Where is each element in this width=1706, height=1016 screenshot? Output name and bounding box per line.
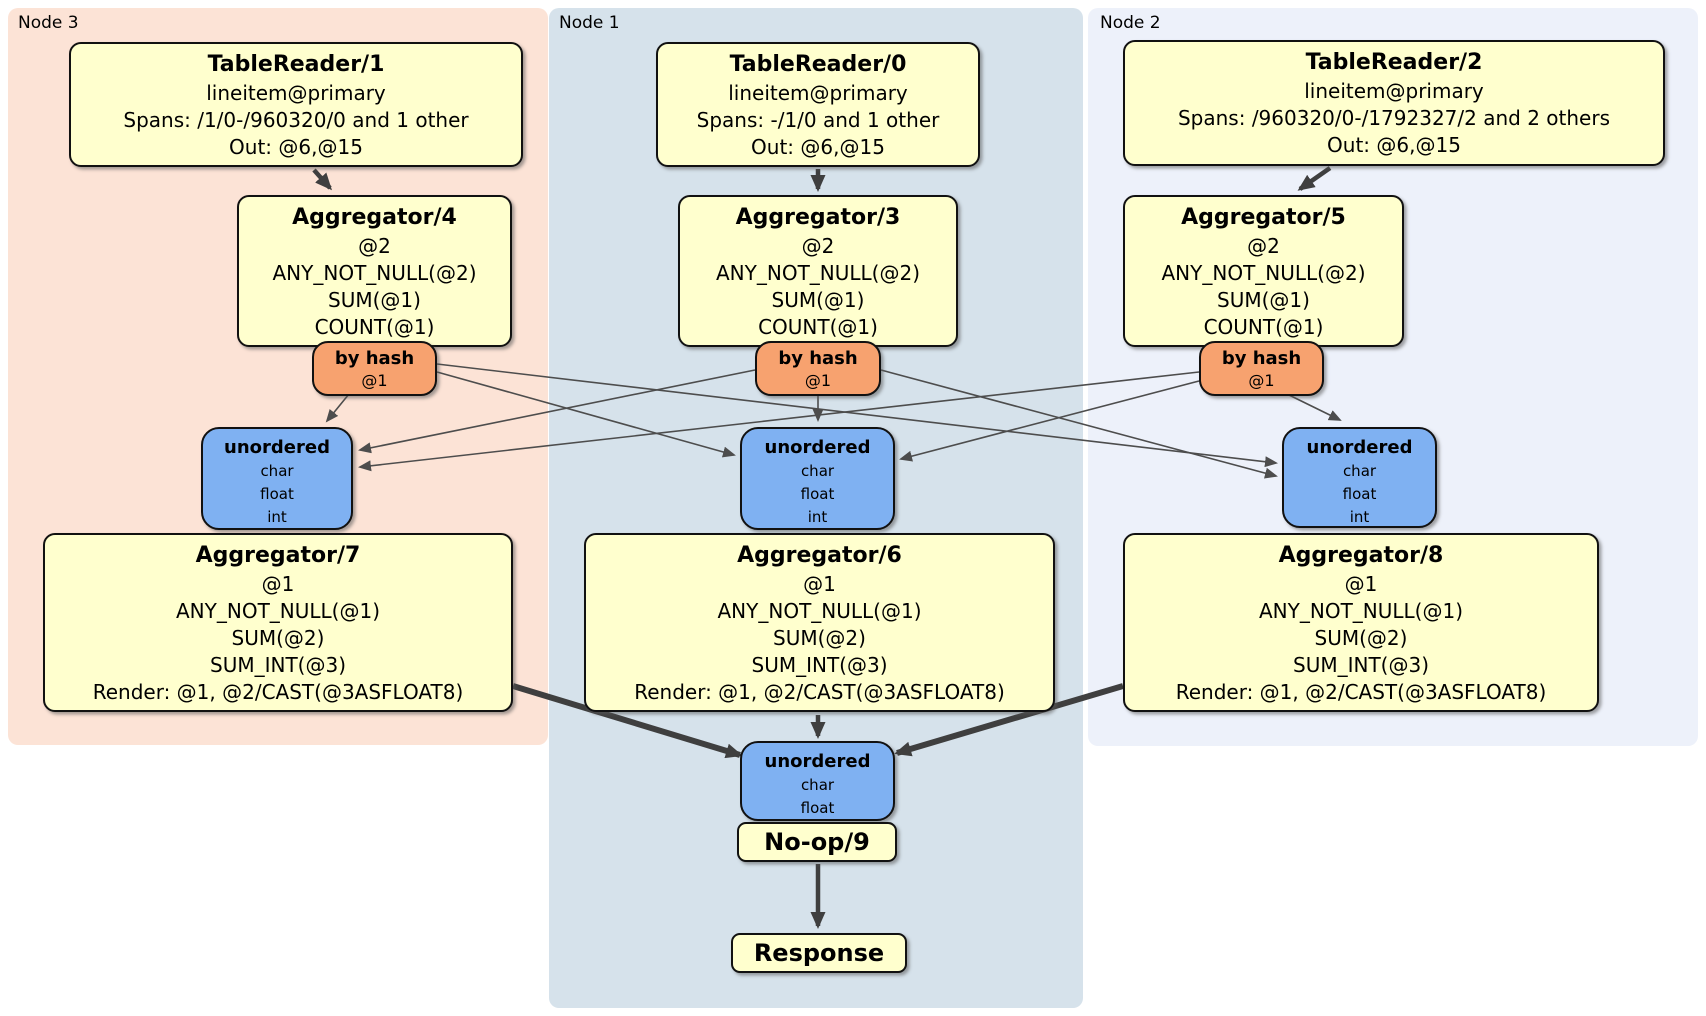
router-title: by hash (1221, 348, 1302, 369)
box-title: Aggregator/3 (735, 205, 901, 230)
box-line: COUNT(@1) (758, 315, 878, 339)
unordered-sync-node3: unordered char float int (201, 427, 353, 530)
router-line: @1 (361, 371, 388, 390)
box-title: TableReader/1 (207, 52, 385, 77)
router-line: @1 (804, 371, 832, 390)
sync-line: int (807, 508, 828, 526)
hash-router-node2: by hash @1 (1199, 341, 1324, 396)
sync-line: char (800, 462, 835, 480)
hash-router-node1: by hash @1 (755, 341, 881, 396)
box-line: ANY_NOT_NULL(@1) (176, 599, 380, 623)
box-title: Response (753, 939, 885, 967)
box-title: Aggregator/8 (1278, 543, 1444, 568)
box-line: Out: @6,@15 (229, 135, 363, 159)
box-line: ANY_NOT_NULL(@2) (272, 261, 477, 285)
sync-title: unordered (224, 437, 330, 458)
box-title: Aggregator/4 (292, 205, 457, 230)
box-line: Out: @6,@15 (751, 135, 885, 159)
box-line: Spans: /960320/0-/1792327/2 and 2 others (1177, 106, 1610, 130)
sync-line: char (800, 776, 835, 794)
tablereader-2-box: TableReader/2 lineitem@primary Spans: /9… (1123, 40, 1665, 166)
box-line: @1 (261, 572, 295, 596)
sync-line: float (800, 485, 835, 503)
box-line: Spans: /1/0-/960320/0 and 1 other (123, 108, 469, 132)
box-line: SUM_INT(@3) (210, 653, 346, 677)
node1-label: Node 1 (559, 13, 620, 33)
node3-label: Node 3 (18, 13, 79, 33)
box-line: ANY_NOT_NULL(@2) (1161, 261, 1366, 285)
unordered-sync-final: unordered char float (740, 741, 895, 821)
tablereader-0-box: TableReader/0 lineitem@primary Spans: -/… (656, 42, 980, 167)
aggregator-4-box: Aggregator/4 @2 ANY_NOT_NULL(@2) SUM(@1)… (237, 195, 512, 347)
box-line: lineitem@primary (728, 81, 908, 105)
box-line: @1 (1344, 572, 1378, 596)
sync-line: float (260, 485, 294, 503)
sync-line: float (800, 799, 835, 817)
box-line: Out: @6,@15 (1327, 133, 1461, 157)
box-line: Render: @1, @2/CAST(@3ASFLOAT8) (92, 680, 464, 704)
aggregator-3-box: Aggregator/3 @2 ANY_NOT_NULL(@2) SUM(@1)… (678, 195, 958, 347)
box-line: @1 (803, 572, 836, 596)
box-line: SUM_INT(@3) (751, 653, 888, 677)
box-title: Aggregator/5 (1181, 205, 1346, 230)
box-line: Render: @1, @2/CAST(@3ASFLOAT8) (634, 680, 1005, 704)
box-line: SUM(@1) (1217, 288, 1310, 312)
sync-line: float (1342, 485, 1377, 503)
sync-title: unordered (764, 437, 871, 458)
noop-9-box: No-op/9 (737, 822, 897, 862)
box-line: SUM_INT(@3) (1293, 653, 1429, 677)
box-line: @2 (1247, 234, 1280, 258)
response-box: Response (731, 933, 907, 973)
box-line: SUM(@2) (1314, 626, 1408, 650)
box-line: COUNT(@1) (314, 315, 435, 339)
box-line: ANY_NOT_NULL(@2) (716, 261, 920, 285)
sync-title: unordered (1306, 437, 1413, 458)
tablereader-1-box: TableReader/1 lineitem@primary Spans: /1… (69, 42, 523, 167)
aggregator-5-box: Aggregator/5 @2 ANY_NOT_NULL(@2) SUM(@1)… (1123, 195, 1404, 347)
aggregator-6-box: Aggregator/6 @1 ANY_NOT_NULL(@1) SUM(@2)… (584, 533, 1055, 712)
hash-router-node3: by hash @1 (312, 341, 437, 396)
node2-label: Node 2 (1100, 13, 1161, 33)
box-line: SUM(@2) (773, 626, 866, 650)
box-line: Render: @1, @2/CAST(@3ASFLOAT8) (1175, 680, 1547, 704)
unordered-sync-node2: unordered char float int (1282, 427, 1437, 528)
box-line: @2 (358, 234, 391, 258)
box-line: lineitem@primary (206, 81, 386, 105)
aggregator-8-box: Aggregator/8 @1 ANY_NOT_NULL(@1) SUM(@2)… (1123, 533, 1599, 712)
box-title: TableReader/2 (1305, 50, 1483, 75)
sync-line: char (260, 462, 294, 480)
router-line: @1 (1248, 371, 1275, 390)
box-line: COUNT(@1) (1203, 315, 1324, 339)
box-title: Aggregator/7 (195, 543, 361, 568)
aggregator-7-box: Aggregator/7 @1 ANY_NOT_NULL(@1) SUM(@2)… (43, 533, 513, 712)
box-line: ANY_NOT_NULL(@1) (717, 599, 922, 623)
box-line: Spans: -/1/0 and 1 other (696, 108, 940, 132)
box-title: No-op/9 (764, 828, 870, 856)
sync-line: int (267, 508, 287, 526)
box-line: ANY_NOT_NULL(@1) (1259, 599, 1463, 623)
router-title: by hash (778, 348, 858, 369)
sync-title: unordered (764, 751, 871, 772)
box-title: Aggregator/6 (737, 543, 902, 568)
unordered-sync-node1: unordered char float int (740, 427, 895, 530)
box-line: SUM(@1) (328, 288, 421, 312)
sync-line: int (1349, 508, 1370, 526)
box-line: SUM(@2) (231, 626, 325, 650)
router-title: by hash (334, 348, 415, 369)
box-line: @2 (801, 234, 835, 258)
box-title: TableReader/0 (729, 52, 907, 77)
box-line: lineitem@primary (1304, 79, 1484, 103)
sync-line: char (1342, 462, 1377, 480)
box-line: SUM(@1) (771, 288, 865, 312)
